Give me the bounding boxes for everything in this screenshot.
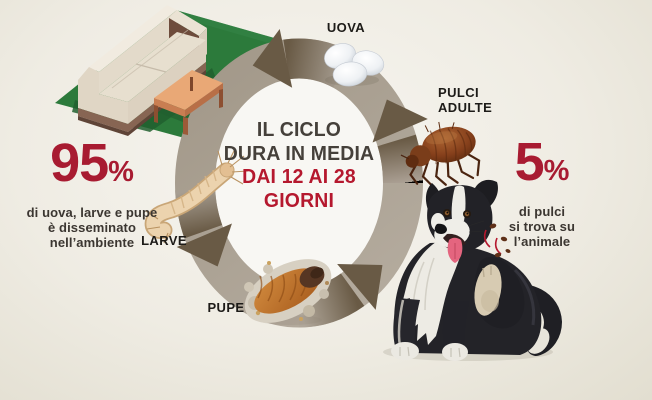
cycle-duration-text: IL CICLO DURA IN MEDIA DAI 12 AI 28 GIOR…: [214, 119, 384, 213]
dog-right-ear: [474, 179, 498, 209]
couch-illustration: [78, 5, 207, 136]
jumping-fleas-illustration: [483, 223, 511, 258]
dog-front-paw: [442, 343, 468, 361]
flea-larva-illustration: [144, 148, 249, 244]
adult-flea-illustration: [400, 121, 481, 187]
stat-environment-percent-sign: %: [108, 156, 134, 188]
cycle-arrow-adult-to-eggs: [372, 99, 428, 184]
dog-nose: [434, 223, 447, 234]
stat-animal-percent-sign: %: [543, 155, 570, 187]
cycle-duration-line2: DURA IN MEDIA: [223, 142, 375, 165]
stat-environment-number: 95: [50, 133, 109, 193]
stat-environment-caption-line2: è disseminato: [48, 220, 136, 235]
cycle-duration-line1: IL CICLO: [256, 119, 342, 141]
stat-animal-caption-line2: si trova su: [508, 219, 576, 234]
stat-animal-number: 5: [514, 132, 545, 192]
stat-environment: 95% di uova, larve e pupe è disseminato …: [25, 136, 159, 250]
stat-animal-caption-line3: l’animale: [513, 234, 571, 249]
stat-animal-value: 5%: [494, 135, 590, 201]
label-pulci-line2: ADULTE: [438, 99, 493, 115]
stat-environment-caption-line1: di uova, larve e pupe: [26, 205, 158, 220]
stat-environment-caption-line3: nell’ambiente: [49, 235, 135, 250]
dog-illustration: [383, 179, 563, 361]
label-uova: UOVA: [326, 20, 366, 35]
flea-pupa-illustration: [244, 259, 332, 325]
label-pupe: PUPE: [207, 300, 245, 315]
label-larve: LARVE: [141, 233, 187, 248]
cycle-duration-line3: DAI 12 AI 28: [242, 166, 356, 188]
dog-whiskers: [467, 220, 486, 233]
label-pulci-adulte: PULCI ADULTE: [438, 85, 518, 115]
dog-front-paw: [391, 342, 419, 360]
table-shadow: [150, 88, 230, 124]
stat-animal: 5% di pulci si trova su l’animale: [494, 135, 590, 249]
stat-environment-caption: di uova, larve e pupe è disseminato nell…: [25, 205, 159, 250]
label-pulci-line1: PULCI: [438, 85, 479, 100]
stat-animal-caption-line1: di pulci: [518, 204, 566, 219]
dog-chest-ruff: [403, 241, 462, 345]
flea-eggs-illustration: [324, 43, 385, 87]
stat-animal-caption: di pulci si trova su l’animale: [494, 204, 590, 249]
coffee-table-illustration: [154, 70, 223, 135]
stat-environment-value: 95%: [25, 136, 159, 202]
cycle-duration-line4: GIORNI: [263, 189, 335, 212]
dog-blaze: [451, 185, 466, 221]
